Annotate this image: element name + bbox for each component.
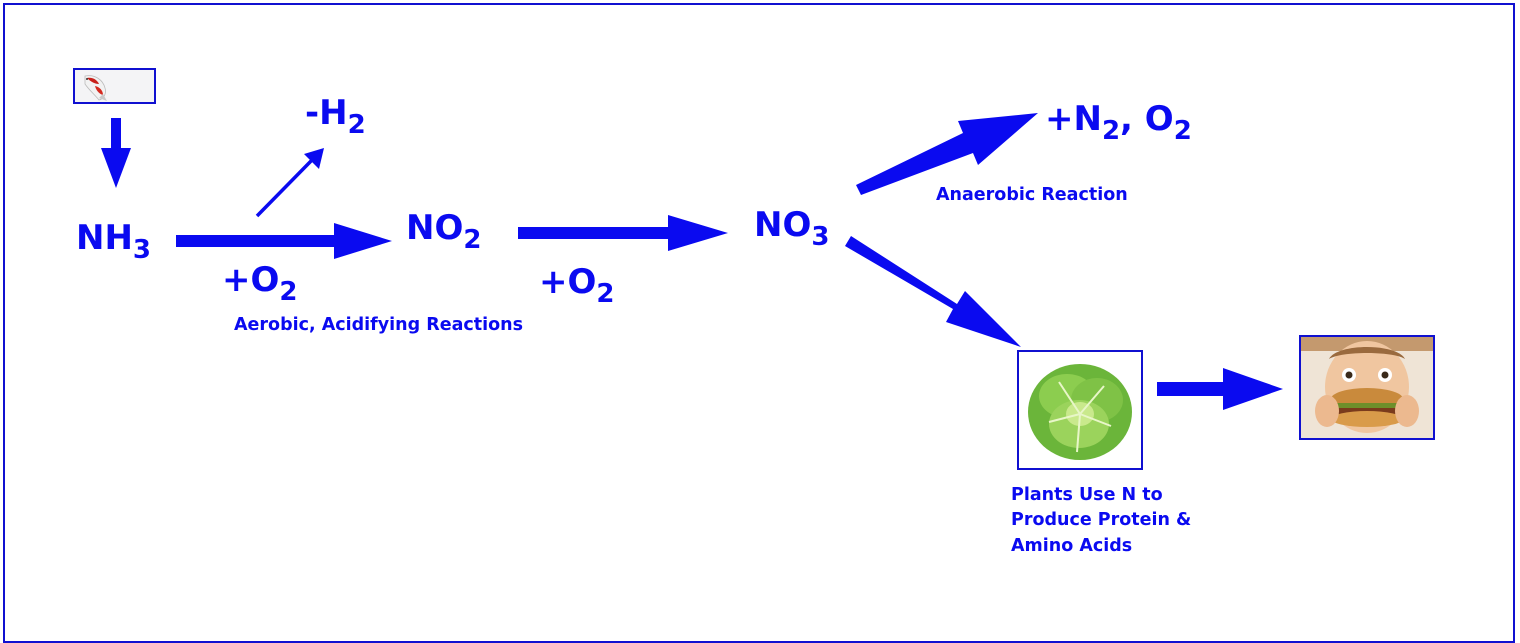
child-eating-burger-icon <box>1301 337 1433 438</box>
arrow-no2-to-no3 <box>518 215 728 251</box>
no2-formula: NO2 <box>406 208 482 255</box>
plants-use-n-label: Plants Use N to Produce Protein & Amino … <box>1011 483 1191 559</box>
arrow-fish-to-nh3 <box>101 118 131 188</box>
plants-label-line-1: Plants Use N to <box>1011 485 1163 505</box>
anaerobic-reaction-label: Anaerobic Reaction <box>936 185 1128 205</box>
minus-h2-formula: -H2 <box>305 93 366 140</box>
plus-n2-o2-formula: +N2, O2 <box>1045 99 1192 146</box>
no3-formula: NO3 <box>754 205 830 252</box>
nh3-formula: NH3 <box>76 218 152 265</box>
fish-image <box>73 68 156 104</box>
koi-fish-icon <box>75 70 154 102</box>
lettuce-icon <box>1019 352 1141 468</box>
arrow-no3-to-n2-o2 <box>856 113 1038 195</box>
child-eating-image <box>1299 335 1435 440</box>
plus-o2-first-formula: +O2 <box>222 260 298 307</box>
arrow-nh3-to-no2 <box>176 223 392 259</box>
lettuce-image <box>1017 350 1143 470</box>
arrow-to-minus-h2 <box>255 148 324 218</box>
arrow-plants-to-human <box>1157 368 1283 410</box>
aerobic-reactions-label: Aerobic, Acidifying Reactions <box>234 315 524 335</box>
nitrogen-cycle-diagram: NH3 NO2 NO3 -H2 +O2 +O2 +N2, O2 Aerobic,… <box>3 3 1515 643</box>
plus-o2-second-formula: +O2 <box>539 262 615 309</box>
plants-label-line-3: Amino Acids <box>1011 535 1133 556</box>
arrows-layer <box>101 113 1283 410</box>
plants-label-line-2: Produce Protein & <box>1011 510 1192 531</box>
arrow-no3-to-plants <box>845 236 1021 347</box>
